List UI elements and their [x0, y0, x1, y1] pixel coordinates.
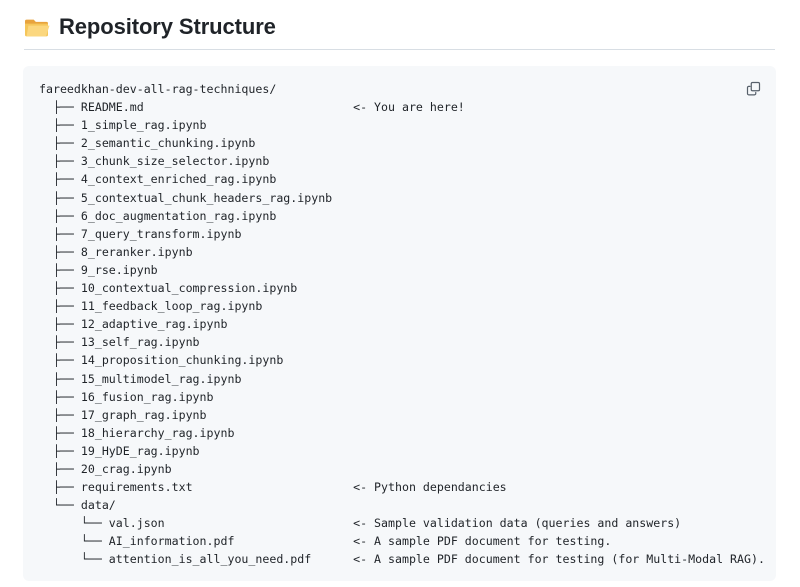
tree-entry: ├── 11_feedback_loop_rag.ipynb: [39, 299, 263, 314]
tree-entry: ├── 4_context_enriched_rag.ipynb: [39, 172, 277, 187]
tree-entry: ├── 3_chunk_size_selector.ipynb: [39, 154, 270, 169]
tree-entry: ├── 7_query_transform.ipynb: [39, 226, 242, 241]
tree-entry: ├── 2_semantic_chunking.ipynb: [39, 136, 256, 151]
tree-entry: ├── 19_HyDE_rag.ipynb: [39, 443, 200, 458]
page-header: Repository Structure: [0, 0, 800, 40]
tree-entry: └── data/: [39, 498, 116, 513]
code-block-card: fareedkhan-dev-all-rag-techniques/ ├── R…: [23, 66, 776, 581]
tree-entry: ├── 8_reranker.ipynb: [39, 244, 193, 259]
tree-entry: ├── requirements.txt <- Python dependanc…: [39, 480, 507, 495]
tree-entry: ├── 10_contextual_compression.ipynb: [39, 281, 298, 296]
open-folder-icon: [24, 17, 50, 38]
tree-root: fareedkhan-dev-all-rag-techniques/: [39, 82, 277, 96]
tree-entry: └── AI_information.pdf <- A sample PDF d…: [39, 534, 612, 549]
title-divider: [24, 49, 775, 50]
page-title: Repository Structure: [59, 14, 276, 39]
tree-entry: ├── 9_rse.ipynb: [39, 262, 158, 277]
tree-entry: ├── 5_contextual_chunk_headers_rag.ipynb: [39, 190, 333, 205]
tree-entry: └── val.json <- Sample validation data (…: [39, 516, 682, 531]
tree-entry: ├── 20_crag.ipynb: [39, 461, 172, 476]
tree-entry: ├── 12_adaptive_rag.ipynb: [39, 317, 228, 332]
tree-entry: ├── 6_doc_augmentation_rag.ipynb: [39, 208, 277, 223]
copy-icon[interactable]: [740, 75, 766, 101]
tree-entry: ├── 13_self_rag.ipynb: [39, 335, 200, 350]
tree-entry: ├── 18_hierarchy_rag.ipynb: [39, 425, 235, 440]
tree-entry: ├── 15_multimodel_rag.ipynb: [39, 371, 242, 386]
tree-entry: ├── 17_graph_rag.ipynb: [39, 407, 207, 422]
tree-entry: ├── 14_proposition_chunking.ipynb: [39, 353, 284, 368]
repository-tree: fareedkhan-dev-all-rag-techniques/ ├── R…: [39, 80, 776, 569]
tree-entry: ├── 16_fusion_rag.ipynb: [39, 389, 214, 404]
tree-entry: └── attention_is_all_you_need.pdf <- A s…: [39, 552, 765, 567]
tree-entry: ├── 1_simple_rag.ipynb: [39, 118, 207, 133]
tree-entry: ├── README.md <- You are here!: [39, 100, 465, 115]
